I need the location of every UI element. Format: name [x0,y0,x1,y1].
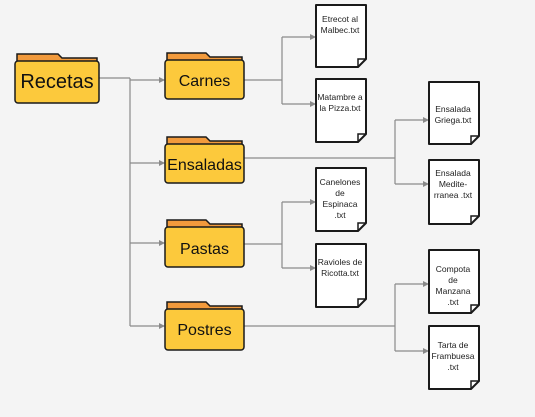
file-etrecot-label: Etrecot al Malbec.txt [320,14,360,35]
file-ensalada-mediterranea-label: Ensalada Medite- rranea .txt [433,168,473,200]
connector-arrowhead [310,199,316,205]
file-canelones-icon[interactable] [315,167,367,232]
folder-pastas-label: Pastas [180,241,229,258]
connector-arrowhead [310,265,316,271]
root-folder-label: Recetas [20,71,94,93]
file-ensalada-griega-label: Ensalada Griega.txt [434,104,472,125]
file-ravioles-icon[interactable] [315,243,367,308]
file-canelones-label: Canelones de Espinaca .txt [319,177,361,220]
file-ensalada-griega-icon[interactable] [428,81,480,145]
connector-arrowhead [423,117,429,123]
root-folder-icon[interactable] [14,53,100,104]
connector-arrowhead [423,281,429,287]
file-etrecot-icon[interactable] [315,4,367,68]
file-matambre-label: Matambre a la Pizza.txt [317,92,363,113]
connector-arrowhead [310,34,316,40]
file-matambre-icon[interactable] [315,78,367,143]
folder-pastas-icon[interactable] [164,219,245,268]
folder-carnes-icon[interactable] [164,52,245,100]
folder-carnes-label: Carnes [178,73,231,90]
connector-arrowhead [159,77,165,83]
file-compota-icon[interactable] [428,249,480,314]
folder-ensaladas-label: Ensaladas [167,157,242,174]
connector-arrowhead [159,160,165,166]
connector-arrowhead [159,240,165,246]
file-ensalada-mediterranea-icon[interactable] [428,159,480,225]
file-tarta-icon[interactable] [428,325,480,390]
file-ravioles-label: Ravioles de Ricotta.txt [317,257,363,278]
connector-arrowhead [423,181,429,187]
file-tarta-label: Tarta de Frambuesa .txt [431,340,475,372]
connector-arrowhead [159,323,165,329]
folder-postres-icon[interactable] [164,301,245,351]
file-compota-label: Compota de Manzana .txt [435,264,471,307]
connector-arrowhead [423,348,429,354]
folder-postres-label: Postres [177,322,232,339]
folder-ensaladas-icon[interactable] [164,136,245,184]
connector-lines [99,34,429,354]
connector-arrowhead [310,101,316,107]
